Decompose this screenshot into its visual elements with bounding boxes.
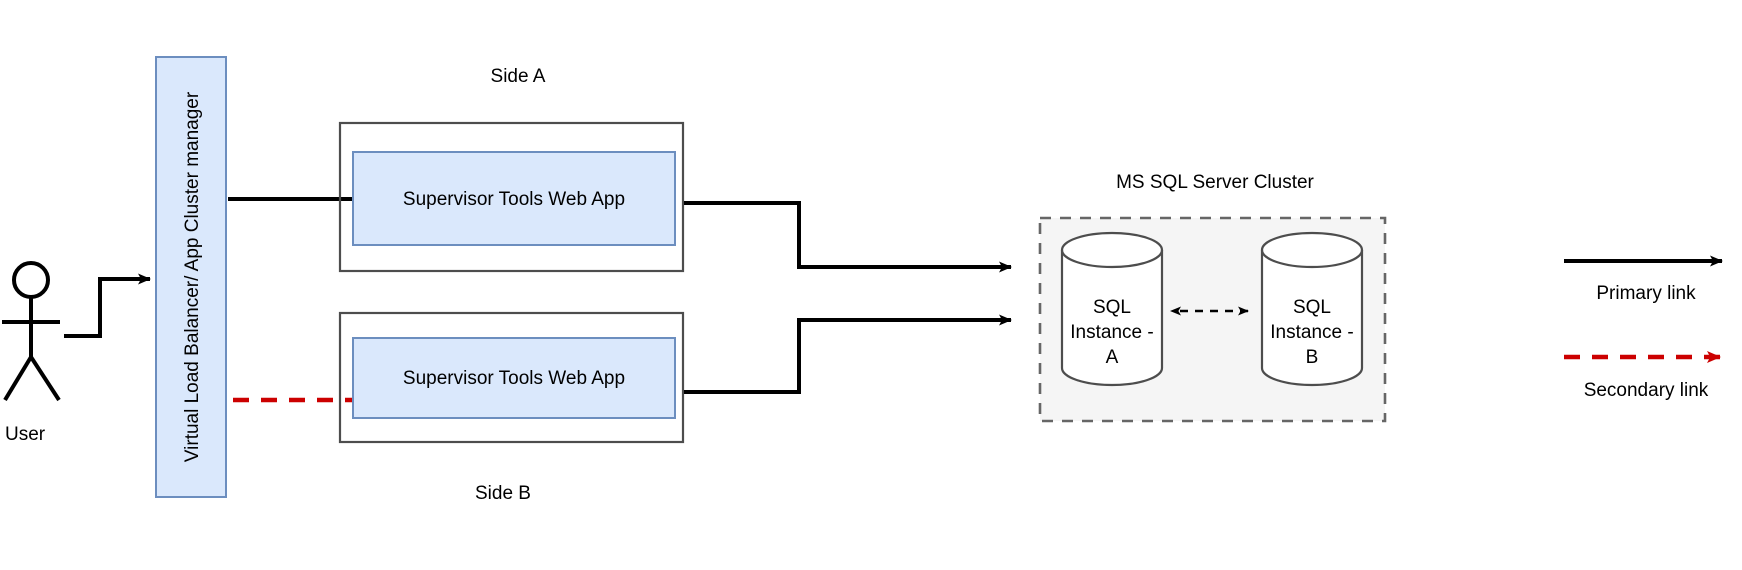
sql-instance-a[interactable]: SQL Instance - A: [1060, 231, 1164, 387]
sql-instance-b-line2: Instance -: [1270, 322, 1353, 343]
cylinder-b-icon: [1260, 231, 1364, 387]
legend: Primary link Secondary link: [1564, 255, 1723, 401]
connector-side-b-to-cluster: [684, 314, 1012, 394]
side-a-label: Side A: [491, 66, 546, 87]
cylinder-a-icon: [1060, 231, 1164, 387]
user-label: User: [5, 424, 46, 445]
user-actor: User: [2, 261, 61, 445]
load-balancer-box[interactable]: [155, 56, 227, 498]
load-balancer-label: Virtual Load Balancer/ App Cluster manag…: [182, 91, 203, 462]
side-a-app-label: Supervisor Tools Web App: [403, 189, 625, 210]
sql-instance-b[interactable]: SQL Instance - B: [1260, 231, 1364, 387]
side-b-outer-box[interactable]: [338, 311, 685, 444]
load-balancer-node[interactable]: Virtual Load Balancer/ App Cluster manag…: [155, 56, 227, 498]
cluster-title: MS SQL Server Cluster: [1116, 172, 1314, 193]
side-a-outer-box[interactable]: [338, 121, 685, 273]
sql-instance-a-line2: Instance -: [1070, 322, 1153, 343]
side-b-group: Supervisor Tools Web App Side B: [338, 311, 685, 504]
legend-primary-label: Primary link: [1596, 283, 1696, 304]
sql-instance-a-line3: A: [1106, 347, 1119, 368]
sql-cluster-group: MS SQL Server Cluster SQL Instance - A S…: [1038, 172, 1387, 423]
side-b-app-label: Supervisor Tools Web App: [403, 368, 625, 389]
side-a-app-box[interactable]: [352, 151, 676, 246]
cylinder-b-top-icon: [1260, 249, 1364, 269]
side-a-group: Side A Supervisor Tools Web App: [338, 66, 685, 273]
side-b-app-box[interactable]: [352, 337, 676, 419]
connector-side-a-to-cluster: [684, 201, 1012, 273]
sql-instance-b-line3: B: [1306, 347, 1319, 368]
legend-secondary-label: Secondary link: [1584, 380, 1709, 401]
connector-user-to-loadbalancer: [64, 273, 151, 338]
side-b-label: Side B: [475, 483, 531, 504]
actor-head-icon: [12, 261, 50, 299]
actor-leg-right-icon: [29, 355, 61, 402]
actor-leg-left-icon: [3, 355, 33, 402]
sql-instance-a-line1: SQL: [1093, 297, 1131, 318]
sql-instance-b-line1: SQL: [1293, 297, 1331, 318]
cylinder-a-top-icon: [1060, 249, 1164, 269]
